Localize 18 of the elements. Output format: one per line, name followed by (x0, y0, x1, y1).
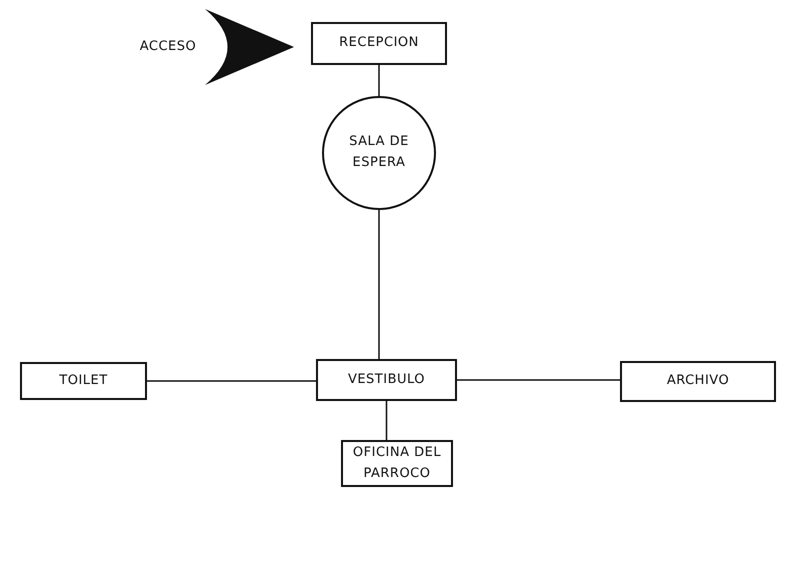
room-box (316, 359, 457, 401)
room-box (311, 22, 447, 65)
room-box (20, 362, 147, 400)
room-label: RECEPCION (339, 34, 419, 52)
connector-line (147, 380, 316, 382)
connector-line (378, 65, 380, 96)
room-label: OFICINA DEL PARROCO (352, 444, 442, 482)
access-label: ACCESO (140, 38, 196, 56)
connector-line (378, 210, 380, 359)
connector-line (457, 379, 620, 381)
chevron-arrow (205, 9, 294, 85)
room-label: TOILET (59, 372, 108, 390)
room-label: VESTIBULO (348, 370, 426, 389)
room-box (620, 361, 776, 402)
room-box (341, 440, 453, 487)
room-label: SALA DE ESPERA (348, 133, 410, 172)
connector-line (386, 401, 388, 440)
room-label: ARCHIVO (666, 372, 730, 390)
